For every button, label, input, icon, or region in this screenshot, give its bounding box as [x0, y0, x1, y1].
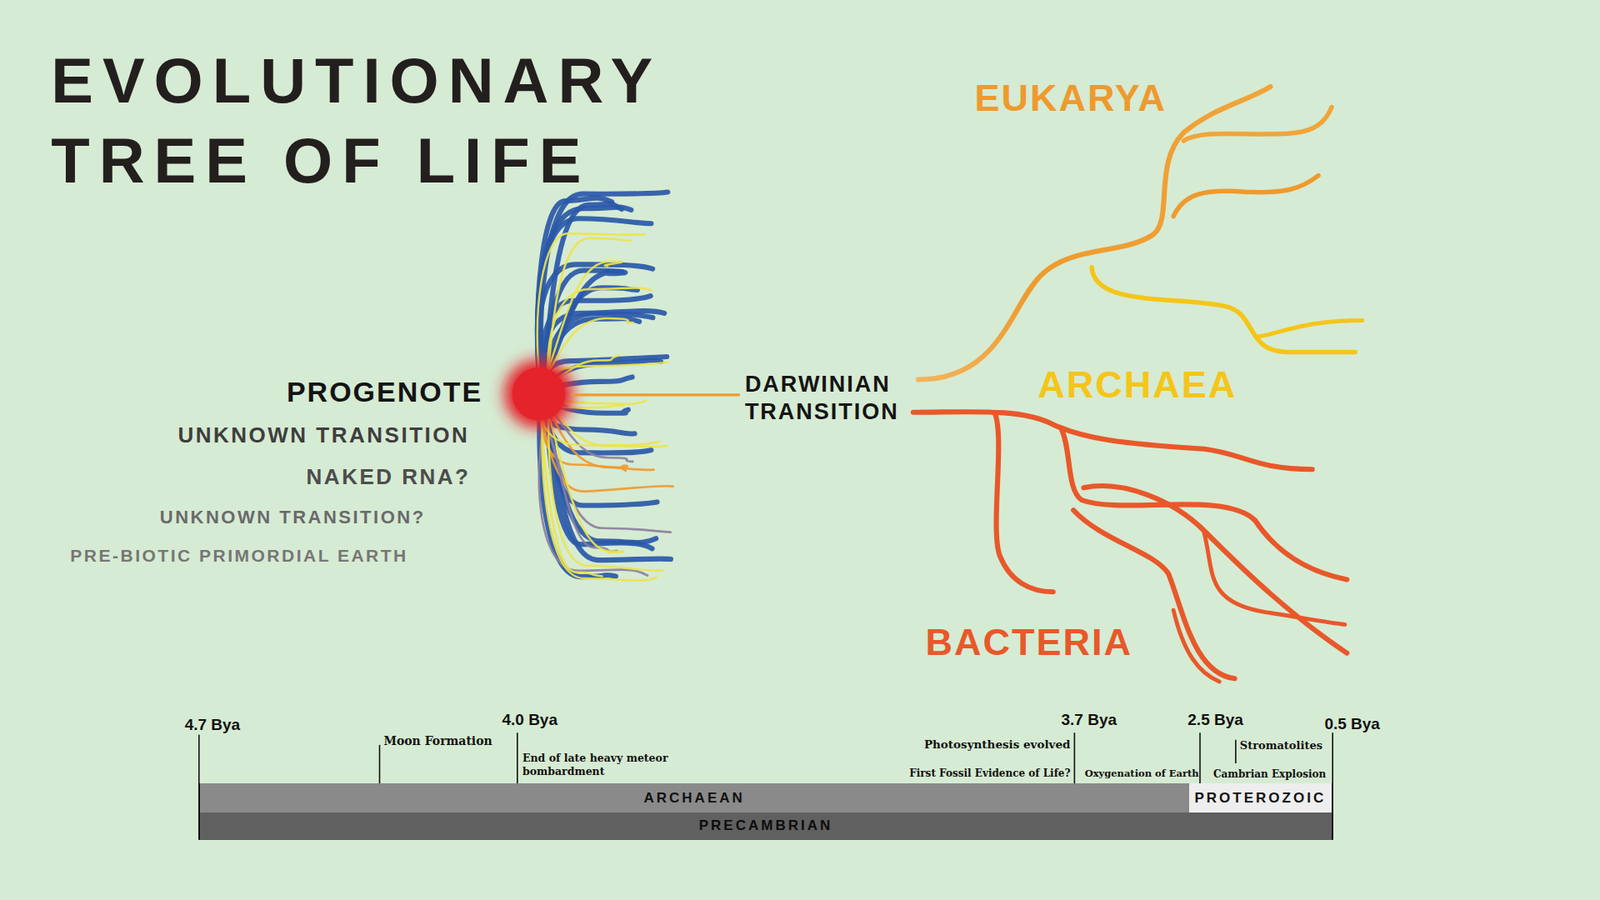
- label: Stromatolites: [1240, 739, 1323, 753]
- label: End of late heavy meteor bombardment: [522, 751, 673, 779]
- label: Oxygenation of Earth: [1085, 768, 1200, 780]
- tree-branch: [918, 86, 1270, 380]
- label: BACTERIA: [925, 620, 1134, 665]
- label: DARWINIAN TRANSITION: [745, 370, 945, 426]
- tree-branch: [913, 411, 1313, 470]
- label: 3.7 Bya: [1060, 710, 1117, 730]
- progenote-core: [512, 367, 566, 421]
- tree-branch: [1173, 175, 1319, 217]
- progenote-blob: [504, 359, 574, 429]
- label: 2.5 Bya: [1187, 710, 1244, 730]
- tree-branch: [1060, 428, 1347, 580]
- era-band: ARCHAEAN: [199, 783, 1190, 812]
- label: UNKNOWN TRANSITION?: [160, 506, 426, 529]
- label: Moon Formation: [383, 734, 492, 749]
- label: Cambrian Explosion: [1213, 768, 1326, 780]
- era-name: PROTEROZOIC: [1195, 790, 1327, 807]
- era-name: ARCHAEAN: [644, 790, 745, 807]
- tree-branch: [1204, 532, 1345, 625]
- tick-line: [516, 732, 519, 784]
- tree-branch: [995, 413, 1054, 592]
- strand: [547, 238, 631, 387]
- tick-line: [1074, 732, 1076, 784]
- darwinian-tree: [913, 86, 1363, 682]
- tree-branch: [1183, 107, 1332, 141]
- strand: [542, 399, 657, 581]
- label: 4.7 Bya: [185, 715, 241, 735]
- label: PRE-BIOTIC PRIMORDIAL EARTH: [70, 545, 408, 566]
- tree-branch: [1091, 267, 1355, 353]
- label: 0.5 Bya: [1324, 715, 1380, 735]
- tree-branch: [1257, 320, 1363, 337]
- label: UNKNOWN TRANSITION: [177, 422, 470, 449]
- tree-branch: [1173, 610, 1220, 682]
- label: ARCHAEA: [1037, 362, 1237, 408]
- tick-line: [379, 745, 381, 785]
- tick-line: [1199, 732, 1201, 784]
- stem-line: [571, 393, 740, 396]
- label: EUKARYA: [974, 75, 1167, 121]
- era-band: PROTEROZOIC: [1189, 783, 1334, 812]
- label: First Fossil Evidence of Life?: [909, 767, 1070, 780]
- title: EVOLUTIONARY TREE OF LIFE: [50, 40, 785, 201]
- timeline-ticks: [199, 732, 1333, 840]
- strand: [548, 399, 663, 571]
- label: NAKED RNA?: [306, 464, 471, 490]
- label: 4.0 Bya: [501, 710, 558, 730]
- label: Photosynthesis evolved: [924, 737, 1071, 751]
- era-band: PRECAMBRIAN: [199, 812, 1333, 840]
- label: PROGENOTE: [286, 375, 483, 410]
- tick-line: [1235, 740, 1237, 764]
- era-name: PRECAMBRIAN: [699, 817, 834, 835]
